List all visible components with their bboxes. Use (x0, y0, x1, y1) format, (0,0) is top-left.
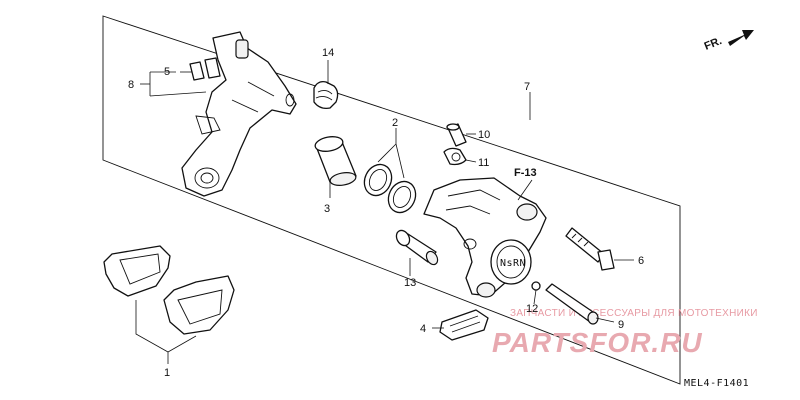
callout-10: 10 (478, 129, 490, 141)
watermark-caption: ЗАПЧАСТИ И АКСЕССУАРЫ ДЛЯ МОТОТЕХНИКИ (510, 308, 758, 319)
leader-lines (135, 60, 634, 364)
pad-retainer-clips (189, 57, 221, 81)
section-ref-label: F-13 (514, 167, 537, 179)
caliper-body: NsRN (423, 177, 547, 298)
callout-13: 13 (404, 277, 416, 289)
callout-12: 12 (526, 303, 538, 315)
front-direction-label: FR. (703, 35, 724, 53)
callout-5: 5 (164, 66, 170, 78)
front-arrow-icon (728, 30, 754, 46)
assembly-frame (102, 15, 681, 385)
callout-14: 14 (322, 47, 334, 59)
callout-8: 8 (128, 79, 134, 91)
caliper-marking: NsRN (500, 258, 526, 269)
front-direction-indicator: FR. (703, 30, 754, 53)
pin-plug (531, 281, 541, 291)
callout-7: 7 (524, 81, 530, 93)
bleed-valve (443, 123, 467, 166)
watermark-brand: PARTSFOR.RU (492, 327, 703, 358)
brake-pads (103, 245, 235, 335)
callout-4: 4 (420, 323, 426, 335)
piston (314, 136, 357, 186)
callout-2: 2 (392, 117, 398, 129)
caliper-bracket (181, 31, 297, 197)
piston-seals (363, 163, 417, 214)
callout-9: 9 (618, 319, 624, 331)
callout-11: 11 (478, 157, 489, 169)
callout-1: 1 (164, 367, 170, 379)
callout-6: 6 (638, 255, 644, 267)
diagram-code: MEL4-F1401 (684, 378, 749, 389)
rubber-boot (313, 80, 339, 110)
slide-bolt (565, 227, 615, 271)
pad-pin (545, 283, 599, 325)
slide-pin (395, 229, 439, 266)
pad-spring (439, 309, 489, 341)
callout-3: 3 (324, 203, 330, 215)
